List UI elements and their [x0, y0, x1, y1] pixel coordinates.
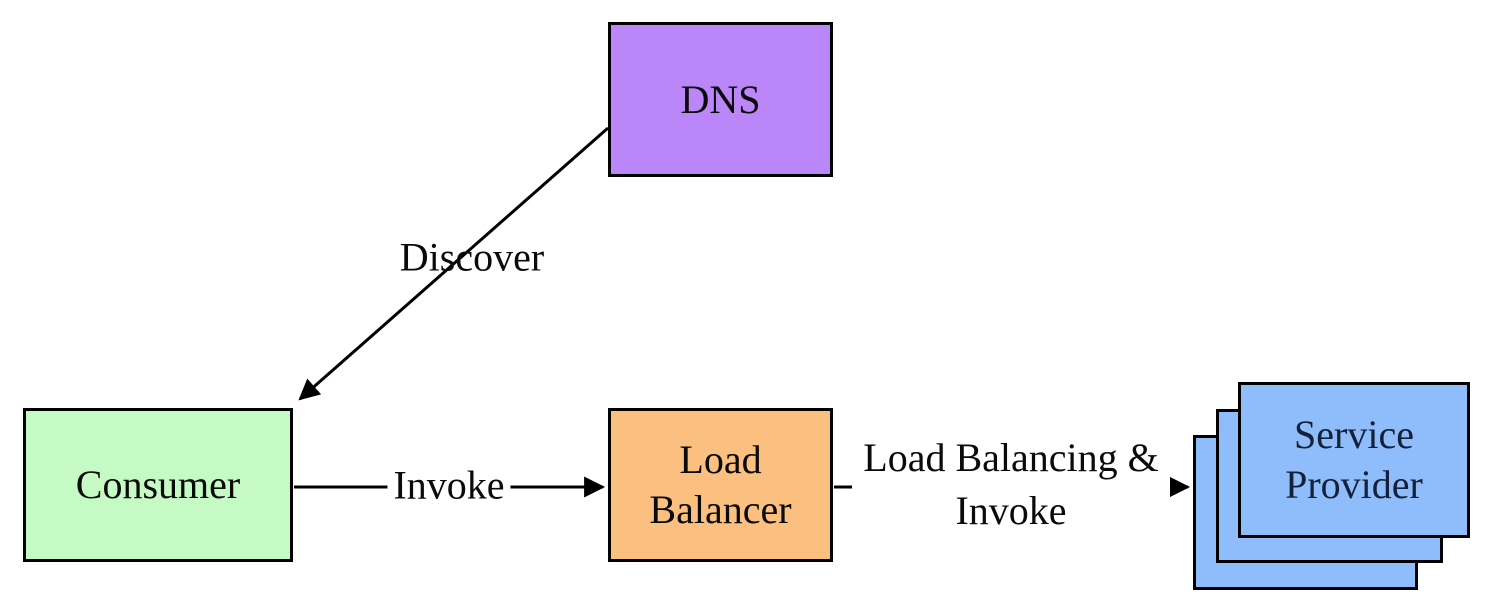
dns-node-label: DNS	[680, 76, 761, 122]
consumer-node-label: Consumer	[75, 462, 241, 507]
consumer-node: Consumer	[23, 408, 293, 562]
discover-arrow	[298, 126, 609, 401]
dns-node: DNS	[608, 22, 833, 177]
load-balancer-node-label: Load Balancer	[649, 437, 792, 532]
load-balancer-node: Load Balancer	[608, 408, 833, 562]
invoke-edge-label: Invoke	[387, 459, 511, 513]
service-provider-node-label: Service Provider	[1285, 412, 1423, 507]
service-provider-node-front: Service Provider	[1238, 382, 1470, 538]
load-balancing-invoke-edge-label: Load Balancing & Invoke	[852, 430, 1170, 540]
discover-edge-label: Discover	[399, 234, 545, 280]
